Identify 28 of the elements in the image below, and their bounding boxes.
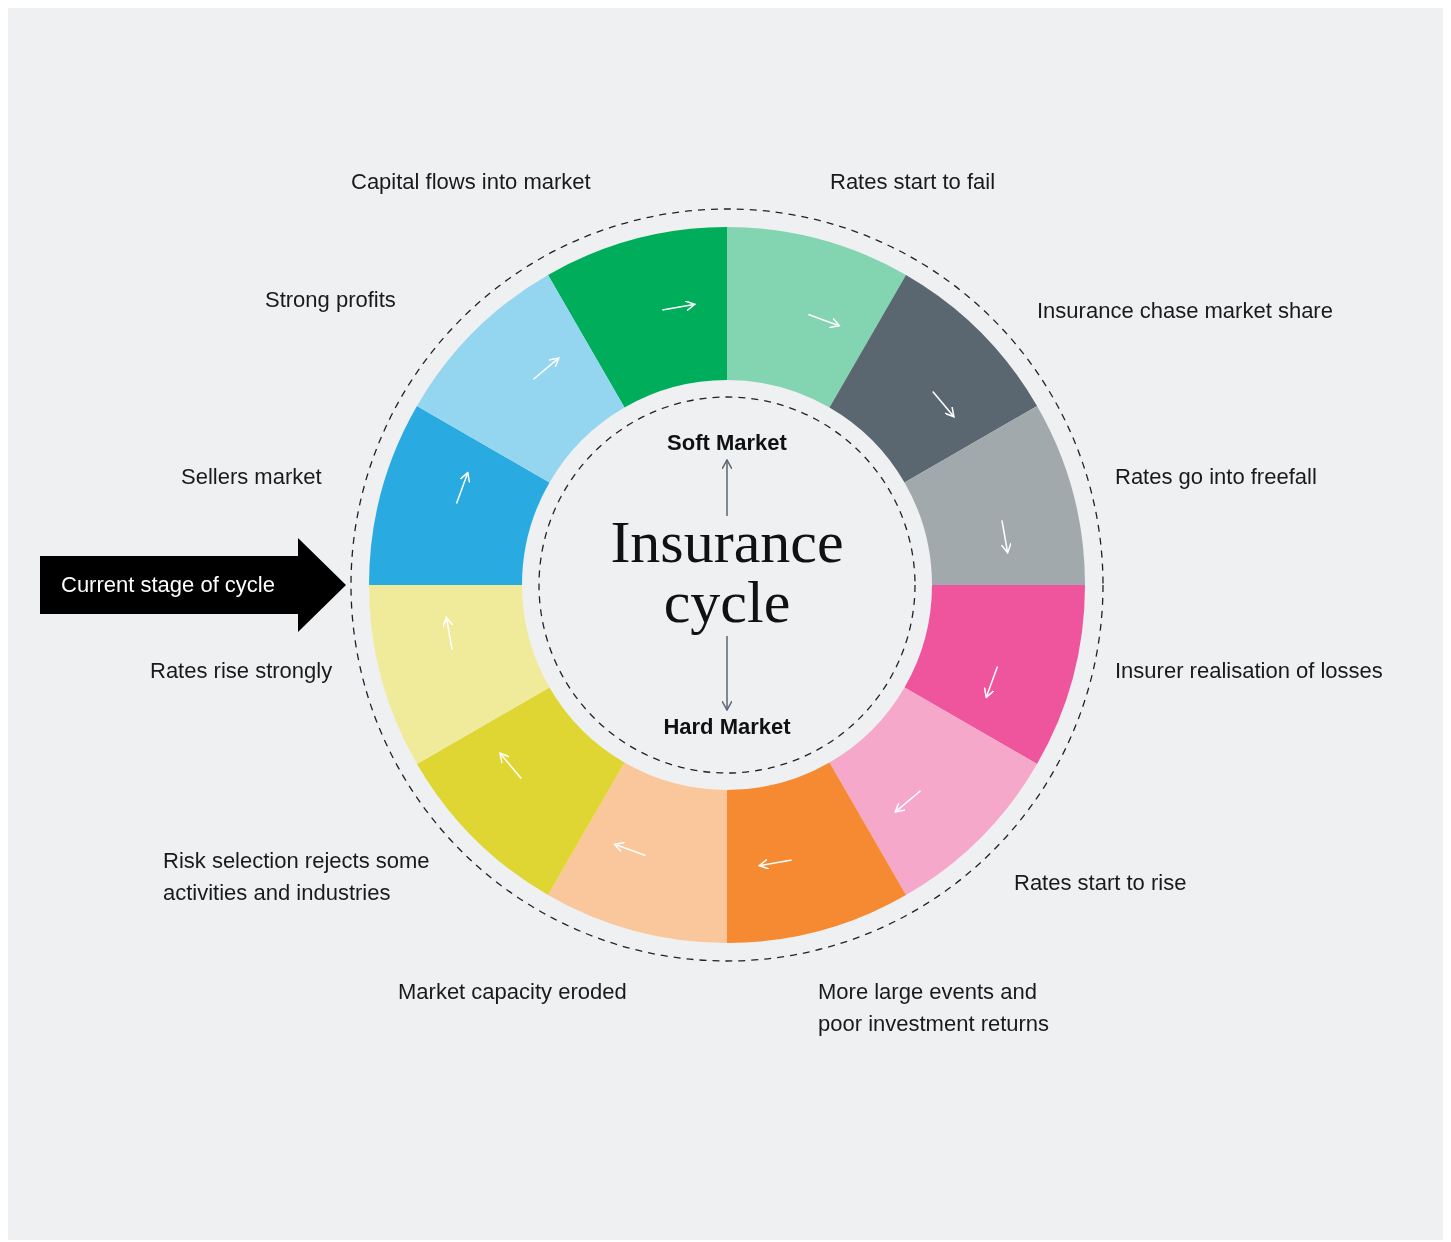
pointer-arrow xyxy=(40,538,346,632)
ring-segment xyxy=(369,585,550,764)
stage-label: Market capacity eroded xyxy=(398,978,628,1006)
stage-label: Capital flows into market xyxy=(351,168,592,196)
stage-label: Rates rise strongly xyxy=(150,657,334,685)
ring-segment xyxy=(904,585,1085,764)
ring-segment xyxy=(369,406,550,585)
stage-label: Rates start to fail xyxy=(830,168,997,196)
stage-label: Rates start to rise xyxy=(1014,869,1188,897)
market-label: Soft Market xyxy=(637,428,817,458)
stage-label: More large events and poor investment returns xyxy=(818,978,1051,1038)
stage-label: Insurance chase market share xyxy=(1037,297,1334,325)
arrow xyxy=(721,635,733,711)
stage-label: Sellers market xyxy=(181,463,323,491)
stage-label: Insurer realisation of losses xyxy=(1115,657,1384,685)
ring-segment xyxy=(548,227,727,408)
ring-segment xyxy=(548,762,727,943)
ring-segment xyxy=(829,274,1038,483)
market-label: Hard Market xyxy=(637,712,817,742)
arrow xyxy=(721,459,733,517)
ring-segment xyxy=(727,227,906,408)
ring-segment xyxy=(904,406,1085,585)
ring-segment xyxy=(727,762,906,943)
pointer-label: Current stage of cycle xyxy=(61,571,275,599)
stage-label: Rates go into freefall xyxy=(1115,463,1318,491)
ring-segment xyxy=(416,274,625,483)
stage-label: Strong profits xyxy=(265,286,397,314)
stage-label: Risk selection rejects some activities and industries xyxy=(163,847,431,907)
